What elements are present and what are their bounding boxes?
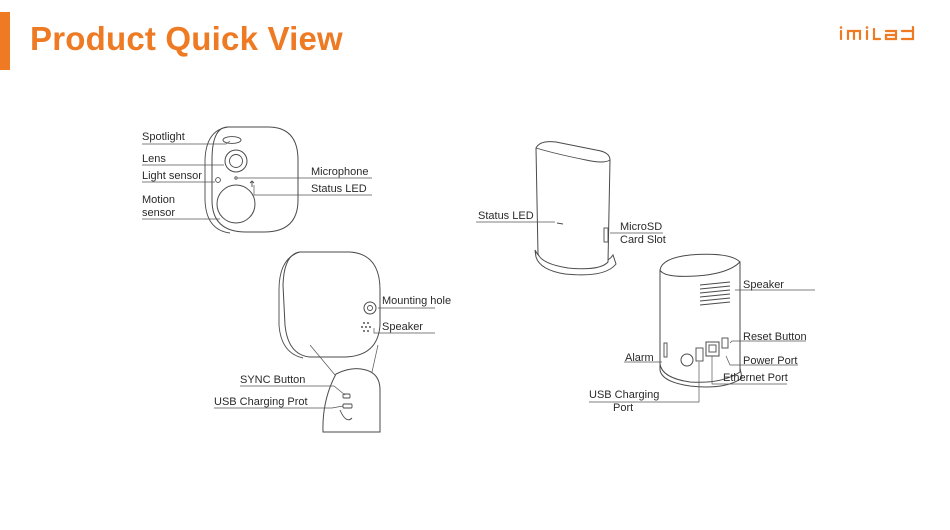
label-reset-button: Reset Button [743,331,807,343]
brand-logo [839,25,915,41]
label-hub-status-led: Status LED [478,210,534,222]
label-lens: Lens [142,153,166,165]
spotlight-shape [222,136,242,144]
camera-back [278,251,381,433]
reset-button-shape [721,337,729,349]
label-spotlight: Spotlight [142,131,185,143]
sync-button-shape [342,393,351,399]
label-alarm: Alarm [625,352,654,364]
camera-back-leaders [214,307,435,409]
label-status-led: Status LED [311,183,367,195]
label-light-sensor: Light sensor [142,170,202,182]
camera-front [204,126,299,234]
mounting-hole-shape [363,301,377,315]
page-title: Product Quick View [30,20,343,57]
label-microsd-1: MicroSD [620,221,662,233]
hub-back [659,253,743,388]
camera-front-leaders [142,140,372,220]
light-sensor-shape [215,177,221,183]
label-microsd-2: Card Slot [620,234,666,246]
label-ethernet-port: Ethernet Port [723,372,788,384]
hub-front [534,141,617,276]
label-usb-charging-port-2: Port [613,402,633,414]
label-mounting-hole: Mounting hole [382,295,451,307]
label-speaker: Speaker [382,321,423,333]
microsd-slot-shape [603,227,609,243]
label-sync-button: SYNC Button [240,374,305,386]
hub-back-leaders [589,289,815,403]
motion-sensor-shape [216,184,256,224]
label-usb-charging: USB Charging Prot [214,396,308,408]
speaker-holes-shape [361,322,371,332]
label-hub-speaker: Speaker [743,279,784,291]
hub-front-leaders [476,221,663,234]
usb-charging-port-shape [680,353,694,367]
label-motion-sensor-2: sensor [142,207,175,219]
power-port-shape [695,347,704,362]
label-motion-sensor-1: Motion [142,194,175,206]
label-power-port: Power Port [743,355,797,367]
status-led-shape [556,222,564,225]
lens-shape [224,149,248,173]
label-usb-charging-port-1: USB Charging [589,389,659,401]
title-accent-bar [0,12,10,70]
alarm-shape [663,342,668,358]
ethernet-port-shape [705,341,720,357]
label-microphone: Microphone [311,166,368,178]
hub-speaker-grille-shape [699,281,731,306]
